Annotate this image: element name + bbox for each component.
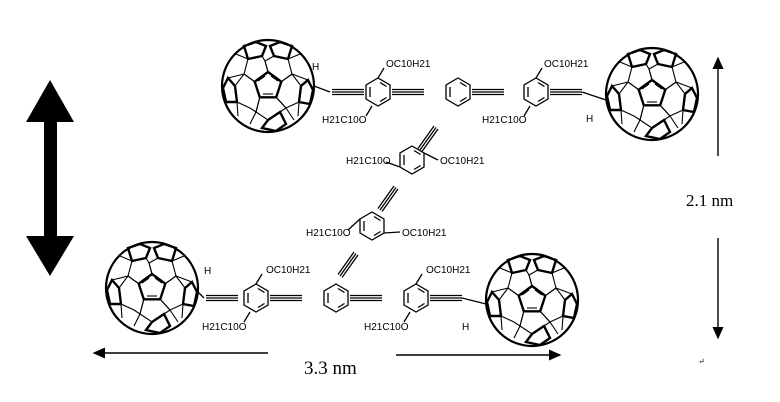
hydrogen-label: H [586,114,593,125]
alkoxy-label: OC10H21 [440,156,485,167]
substituent-labels: H OC10H21 H21C10O OC10H21 H21C10O H H21C… [202,59,593,333]
fullerene-bottom-right [484,252,580,348]
middle-column [337,125,439,279]
alkoxy-label: OC10H21 [386,59,431,70]
top-chain [313,67,607,117]
width-dimension [92,347,562,361]
alkoxy-label: H21C10O [202,322,247,333]
hydrogen-label: H [462,322,469,333]
fullerene-top-right [604,46,700,142]
alkoxy-label: OC10H21 [544,59,589,70]
double-arrow-icon [26,80,74,276]
alkoxy-label: H21C10O [482,115,527,126]
hydrogen-label: H [312,62,319,73]
alkoxy-label: H21C10O [306,228,351,239]
alkoxy-label: OC10H21 [402,228,447,239]
hydrogen-label: H [204,266,211,277]
bottom-chain [197,273,487,323]
alkoxy-label: H21C10O [364,322,409,333]
fullerene-top-left [220,38,316,134]
alkoxy-label: H21C10O [322,115,367,126]
tiny-mark: ↵ [698,357,705,366]
width-label: 3.3 nm [304,358,357,379]
alkoxy-label: H21C10O [346,156,391,167]
alkoxy-label: OC10H21 [266,265,311,276]
fullerene-bottom-left [104,240,200,336]
height-label: 2.1 nm [686,191,733,210]
alkoxy-label: OC10H21 [426,265,471,276]
